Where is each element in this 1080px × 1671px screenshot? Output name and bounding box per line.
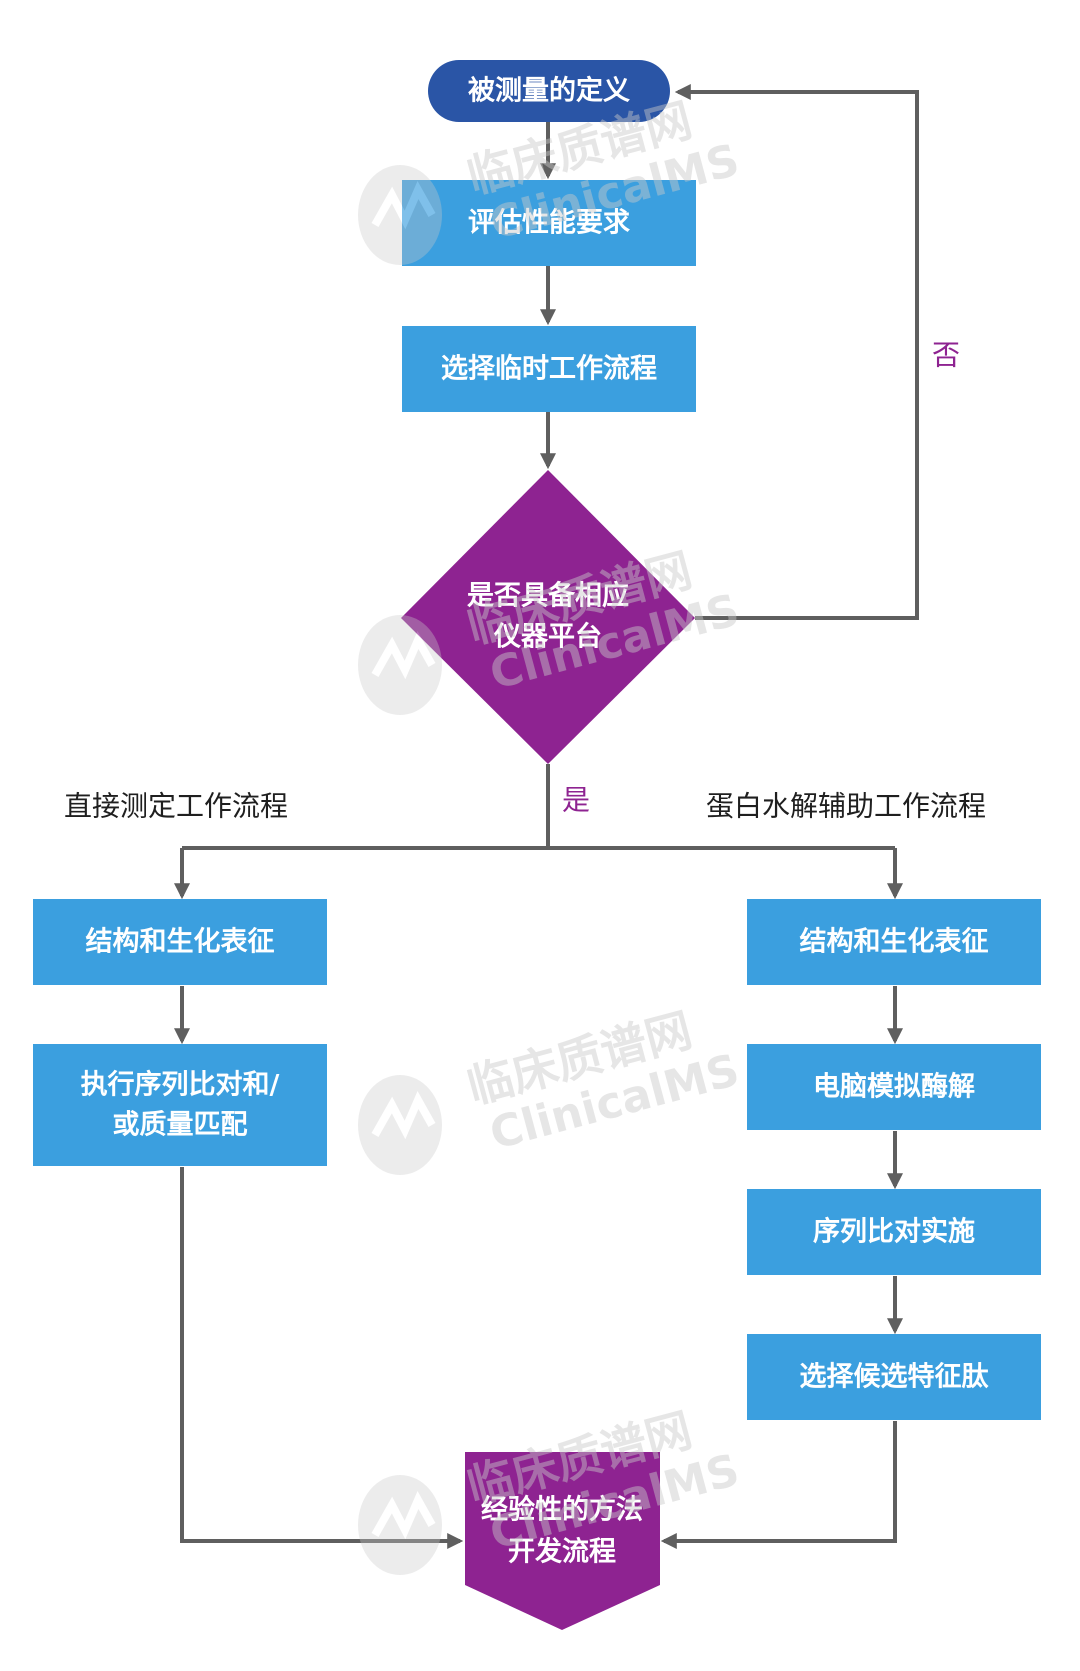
- decision-diamond: [401, 470, 695, 764]
- evaluate-label: 评估性能要求: [468, 207, 630, 239]
- right-step3-label: 序列比对实施: [813, 1216, 975, 1248]
- watermark-logo-icon: [358, 615, 442, 715]
- end-label-line2: 开发流程: [508, 1536, 616, 1568]
- left-step2-label-line2: 或质量匹配: [113, 1110, 248, 1141]
- right-step1-label: 结构和生化表征: [800, 927, 989, 958]
- watermark-group: 临床质谱网 ClinicalMS 临床质谱网 ClinicalMS 临床质谱网 …: [358, 93, 744, 1575]
- left-step1-label: 结构和生化表征: [86, 927, 275, 958]
- arrow-right-to-end: [660, 1421, 897, 1549]
- start-terminal: [428, 60, 670, 122]
- connectors: [174, 84, 919, 1549]
- end-node: [465, 1452, 660, 1630]
- left-step2-box: [33, 1044, 327, 1166]
- evaluate-box: [402, 180, 696, 266]
- right-step4-box: [747, 1334, 1041, 1420]
- watermark-logo-icon: [358, 1475, 442, 1575]
- branch-right-title: 蛋白水解辅助工作流程: [706, 790, 986, 823]
- right-step4-label: 选择候选特征肽: [800, 1362, 990, 1393]
- left-step1-box: [33, 899, 327, 985]
- watermark-logo-icon: [358, 1075, 442, 1175]
- select-workflow-box: [402, 326, 696, 412]
- decision-label-line2: 仪器平台: [493, 621, 602, 653]
- yes-label: 是: [562, 784, 590, 817]
- right-step1-box: [747, 899, 1041, 985]
- right-step3-box: [747, 1189, 1041, 1275]
- arrow-left-to-end: [180, 1167, 464, 1549]
- branch-left-title: 直接测定工作流程: [64, 790, 288, 823]
- left-step2-label-line1: 执行序列比对和/: [81, 1069, 280, 1101]
- start-label: 被测量的定义: [468, 75, 630, 107]
- watermark-logo-icon: [358, 165, 442, 265]
- arrow-no-loop: [674, 84, 919, 620]
- end-label-line1: 经验性的方法: [481, 1494, 643, 1526]
- decision-label-line1: 是否具备相应: [467, 580, 629, 612]
- select-workflow-label: 选择临时工作流程: [441, 353, 657, 385]
- no-label: 否: [932, 339, 960, 372]
- right-step2-label: 电脑模拟酶解: [813, 1072, 975, 1103]
- right-step2-box: [747, 1044, 1041, 1130]
